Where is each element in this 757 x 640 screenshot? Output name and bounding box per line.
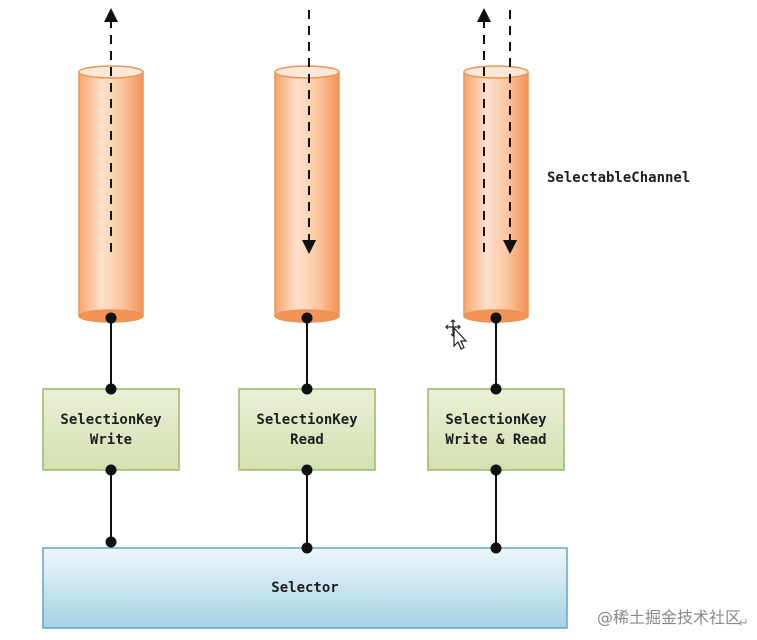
- channel-cylinder-write: [78, 65, 144, 323]
- connector-dots: [105, 312, 502, 554]
- selection-key-write-read-label: SelectionKey Write & Read: [428, 410, 564, 450]
- selection-key-write-label: SelectionKey Write: [43, 410, 179, 450]
- mouse-cursor-icon: [445, 319, 468, 350]
- selection-key-write-read-box: [427, 388, 565, 471]
- selection-key-line1: SelectionKey: [445, 412, 547, 428]
- selection-key-line1: SelectionKey: [256, 412, 358, 428]
- watermark: @稀土掘金技术社区: [597, 608, 742, 627]
- selection-key-line1: SelectionKey: [60, 412, 162, 428]
- write-flow-arrow-2: [477, 8, 491, 252]
- selection-key-line2: Write & Read: [445, 432, 547, 448]
- channel-cylinder-read: [274, 65, 340, 323]
- selection-key-line2: Read: [290, 432, 324, 448]
- selection-key-read-label: SelectionKey Read: [239, 410, 375, 450]
- channel-cylinder-write-read: [463, 65, 529, 323]
- selection-key-write-box: [42, 388, 180, 471]
- selection-key-line2: Write: [89, 432, 133, 448]
- read-flow-arrow: [302, 10, 316, 254]
- selector-label: Selector: [271, 580, 339, 596]
- selector-box: [42, 547, 568, 629]
- channel-label: SelectableChannel: [547, 170, 691, 186]
- selection-key-read-box: [238, 388, 376, 471]
- write-flow-arrow: [104, 8, 118, 252]
- return-arrow-icon: ↵: [738, 616, 749, 631]
- read-flow-arrow-2: [503, 10, 517, 254]
